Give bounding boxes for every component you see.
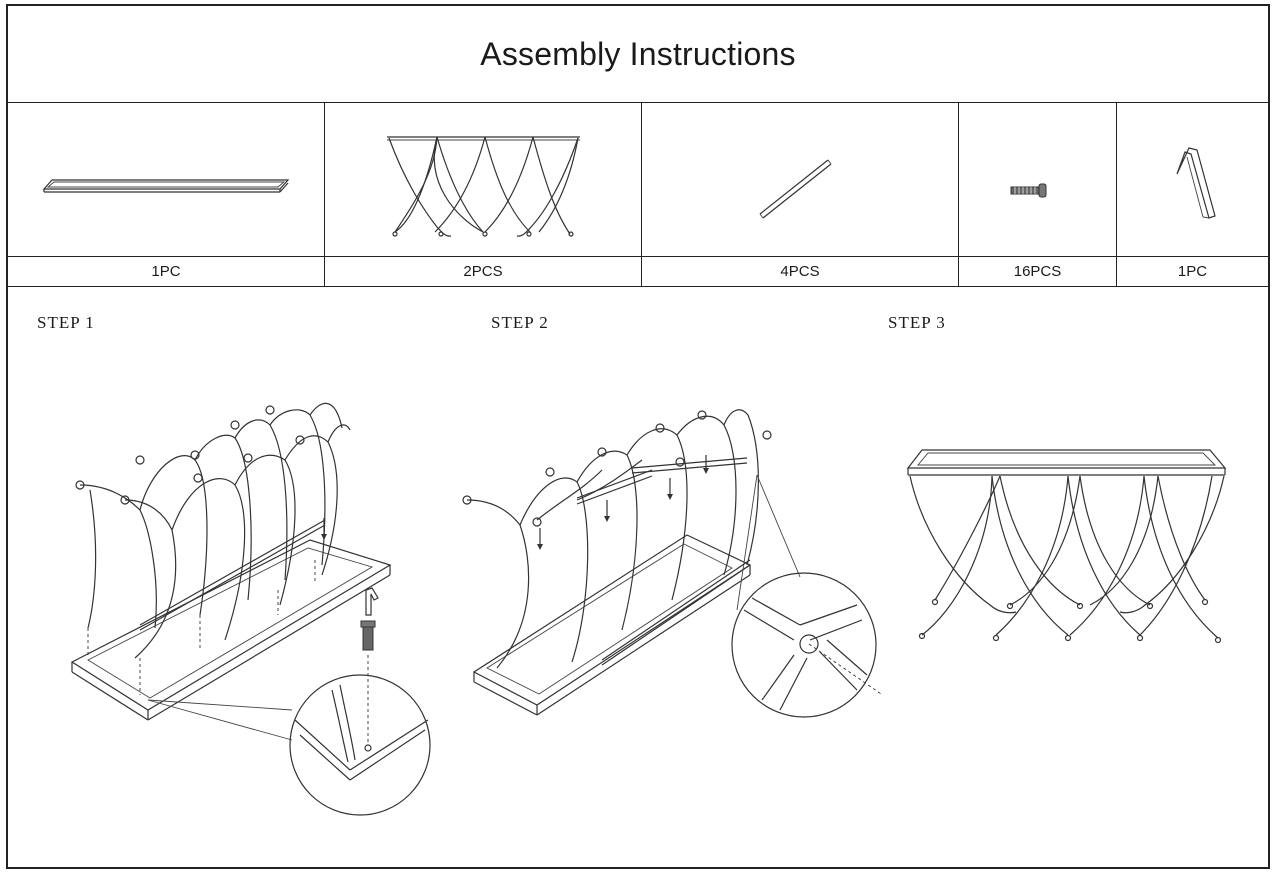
step-3-illustration (906, 449, 1227, 644)
connecting-rod-icon (759, 159, 832, 219)
part-table-top: 1PC (8, 102, 325, 286)
step-1-illustration (70, 402, 431, 816)
part-connecting-rod: 4PCS (642, 102, 959, 286)
allen-key-icon (1176, 147, 1216, 219)
part-bolt: 16PCS (959, 102, 1117, 286)
parts-list: 1PC (8, 102, 1268, 287)
page-title: Assembly Instructions (8, 6, 1268, 103)
step-2-illustration (462, 409, 882, 718)
step-2-label: STEP 2 (491, 313, 549, 332)
bolt-icon (1010, 183, 1047, 198)
part-qty: 4PCS (642, 256, 958, 286)
step-1-label: STEP 1 (37, 313, 95, 332)
part-qty: 16PCS (959, 256, 1116, 286)
table-top-panel-icon (42, 179, 290, 193)
arched-leg-frame-icon (387, 136, 580, 237)
instruction-sheet: Assembly Instructions 1PC (6, 4, 1270, 869)
part-allen-key: 1PC (1117, 102, 1268, 286)
part-leg-frame: 2PCS (325, 102, 642, 286)
step-3-label: STEP 3 (888, 313, 946, 332)
part-qty: 1PC (1117, 256, 1268, 286)
part-qty: 2PCS (325, 256, 641, 286)
part-qty: 1PC (8, 256, 324, 286)
